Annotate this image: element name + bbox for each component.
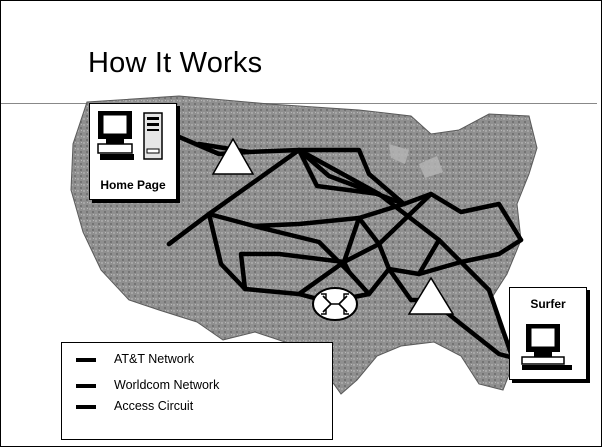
- worldcom-network-line: [166, 211, 212, 247]
- legend-swatch: [76, 405, 96, 409]
- home-page-node: Home Page: [89, 103, 177, 200]
- map-landmass: [70, 95, 538, 395]
- legend-label: Access Circuit: [114, 399, 194, 413]
- worldcom-network-line: [436, 237, 517, 365]
- legend-label: AT&T Network: [114, 352, 195, 366]
- network-lines: [146, 121, 532, 365]
- att-network-line: [416, 237, 524, 277]
- us-network-map: [70, 95, 538, 395]
- network-node-triangle-icon: [211, 137, 255, 175]
- desktop-computer-icon: [521, 324, 572, 370]
- title-divider: [1, 103, 597, 104]
- legend-swatch: [76, 358, 96, 362]
- network-node-triangle-icon: [407, 276, 455, 315]
- page-title: How It Works: [88, 47, 263, 79]
- legend-item-att: AT&T Network: [76, 352, 326, 370]
- worldcom-network-line: [196, 141, 524, 243]
- surfer-node: Surfer: [509, 287, 587, 380]
- worldcom-network-line: [296, 147, 382, 197]
- home-page-label: Home Page: [100, 178, 166, 192]
- att-network-line: [341, 259, 352, 275]
- att-network-line: [296, 147, 407, 207]
- surfer-label: Surfer: [530, 297, 566, 311]
- worldcom-network-line: [206, 211, 372, 297]
- att-network-line: [238, 191, 434, 292]
- legend-label: Worldcom Network: [114, 378, 220, 392]
- legend-item-worldcom: Worldcom Network: [76, 378, 326, 396]
- router-hub-icon: [312, 287, 358, 321]
- legend-item-access-circuit: Access Circuit: [76, 399, 326, 417]
- great-lakes: [389, 144, 443, 178]
- desktop-computer-icon: [97, 111, 163, 160]
- legend: AT&T Network Worldcom Network Access Cir…: [61, 342, 333, 440]
- legend-swatch: [76, 384, 96, 388]
- server-tower-icon: [143, 112, 163, 160]
